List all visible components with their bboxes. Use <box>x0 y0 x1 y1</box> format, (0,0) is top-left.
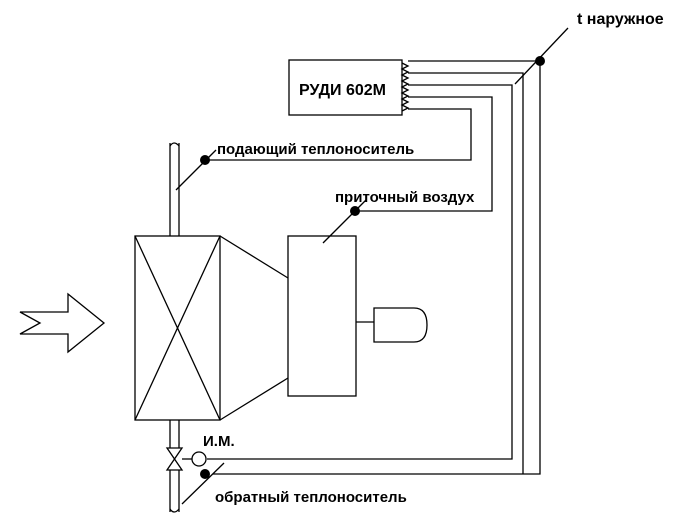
fan-housing <box>287 235 357 397</box>
supply-air-label: приточный воздух <box>335 189 475 206</box>
supply-pipe <box>169 142 180 236</box>
supply-coolant-sensor <box>175 149 217 191</box>
heat-exchanger <box>134 235 221 421</box>
supply-air-sensor <box>322 199 367 244</box>
signal-wiring <box>205 60 541 475</box>
supply-coolant-label: подающий теплоноситель <box>217 141 414 158</box>
return-coolant-label: обратный теплоноситель <box>215 489 407 506</box>
outdoor-temp-label: t наружное <box>577 11 664 28</box>
actuator-label: И.М. <box>203 433 235 450</box>
outdoor-temp-sensor <box>514 27 569 85</box>
return-coolant-sensor <box>181 462 225 505</box>
fan-motor <box>356 307 428 343</box>
return-pipe <box>169 420 180 513</box>
control-valve <box>165 447 207 471</box>
controller-label: РУДИ 602М <box>299 82 386 99</box>
transition-duct <box>219 235 289 421</box>
inlet-air-arrow <box>19 292 106 354</box>
controller-box: РУДИ 602М <box>288 59 410 116</box>
